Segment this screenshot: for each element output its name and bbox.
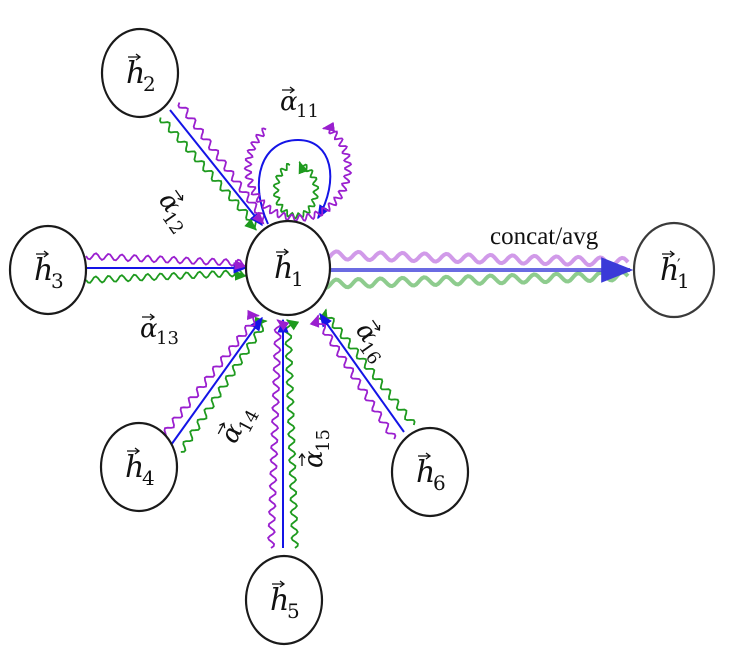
self-loop-blue bbox=[257, 138, 332, 225]
edge-label-h3: α13 bbox=[140, 313, 179, 349]
vector-arrow-icon bbox=[662, 250, 676, 258]
alpha-symbol: α bbox=[280, 87, 298, 117]
aggregate-label: concat/avg bbox=[490, 223, 599, 250]
node-subscript: 4 bbox=[142, 466, 155, 490]
edge-head-purple bbox=[177, 102, 265, 225]
vector-arrow-icon bbox=[272, 580, 286, 588]
vector-arrow-icon bbox=[282, 86, 296, 94]
edge-label-subscript: 15 bbox=[313, 429, 334, 452]
edge-head-green bbox=[159, 117, 258, 231]
node-subscript: 1 bbox=[291, 267, 304, 291]
self-loop-green bbox=[272, 160, 320, 220]
edge-label-subscript: 11 bbox=[296, 101, 319, 122]
node-label: h bbox=[416, 455, 435, 490]
edge-label-h5: α15 bbox=[298, 429, 334, 468]
self-loop-layer bbox=[243, 121, 353, 225]
vector-arrow-icon bbox=[174, 189, 184, 201]
node-h4: h4 bbox=[99, 421, 179, 513]
node-subscript: 1 bbox=[677, 269, 690, 293]
edges-layer bbox=[85, 102, 416, 549]
node-subscript: 6 bbox=[433, 471, 446, 495]
node-h1p: h′1 bbox=[632, 221, 716, 319]
vector-arrow-icon bbox=[127, 447, 141, 455]
edge-label-h2: α12 bbox=[152, 187, 187, 239]
node-h3: h3 bbox=[8, 224, 88, 316]
edge-head-purple bbox=[161, 309, 260, 440]
node-subscript: 3 bbox=[51, 269, 64, 293]
node-label: h bbox=[274, 251, 293, 286]
edge-head-purple bbox=[267, 319, 290, 549]
edge-head-blue bbox=[169, 109, 263, 227]
node-ellipse bbox=[390, 426, 470, 518]
node-ellipse bbox=[99, 421, 179, 513]
node-h6: h6 bbox=[390, 426, 470, 518]
edge-h5-to-h1 bbox=[267, 318, 300, 549]
edge-head-purple bbox=[309, 314, 397, 440]
node-h1: h1 bbox=[244, 219, 332, 317]
node-subscript: 5 bbox=[287, 599, 300, 623]
node-h2: h2 bbox=[100, 27, 180, 119]
vector-arrow-icon bbox=[298, 452, 306, 466]
edge-label-subscript: 13 bbox=[156, 328, 179, 349]
node-label: h bbox=[126, 56, 145, 91]
edge-h4-to-h1 bbox=[161, 309, 268, 453]
node-ellipse bbox=[632, 221, 716, 319]
edge-head-green bbox=[318, 308, 416, 426]
output-head-green bbox=[318, 270, 630, 290]
alpha-symbol: α bbox=[140, 314, 158, 344]
node-ellipse bbox=[8, 224, 88, 316]
vector-arrow-icon bbox=[128, 53, 142, 61]
node-label: h bbox=[660, 253, 679, 288]
node-label: h bbox=[125, 450, 144, 485]
vector-arrow-icon bbox=[217, 422, 226, 435]
edge-h2-to-h1 bbox=[159, 102, 265, 231]
node-ellipse bbox=[244, 219, 332, 317]
node-ellipse bbox=[100, 27, 180, 119]
edge-head-purple bbox=[85, 252, 248, 270]
vector-arrow-icon bbox=[371, 319, 381, 331]
node-h5: h5 bbox=[244, 554, 324, 646]
vector-arrow-icon bbox=[276, 248, 290, 256]
vector-arrow-icon bbox=[418, 452, 432, 460]
edge-label-h1: α11 bbox=[280, 86, 319, 122]
edge-head-green bbox=[180, 316, 268, 453]
output-head-purple bbox=[318, 249, 630, 268]
self-loop-purple bbox=[243, 121, 353, 223]
vector-arrow-icon bbox=[36, 250, 50, 258]
edge-h6-to-h1 bbox=[309, 308, 416, 440]
edge-head-green bbox=[283, 319, 300, 549]
node-subscript: 2 bbox=[143, 72, 156, 96]
node-ellipse bbox=[244, 554, 324, 646]
vector-arrow-icon bbox=[142, 313, 156, 321]
edge-head-green bbox=[85, 269, 248, 284]
node-label: h bbox=[34, 253, 53, 288]
alpha-symbol: α bbox=[299, 450, 329, 468]
edge-head-blue bbox=[319, 312, 405, 433]
edge-head-blue bbox=[170, 316, 263, 446]
node-label: h bbox=[270, 583, 289, 618]
prime-mark: ′ bbox=[677, 255, 681, 274]
edge-label-h4: α14 bbox=[215, 406, 264, 448]
edge-h3-to-h1 bbox=[85, 252, 248, 284]
output-layer bbox=[318, 249, 634, 290]
